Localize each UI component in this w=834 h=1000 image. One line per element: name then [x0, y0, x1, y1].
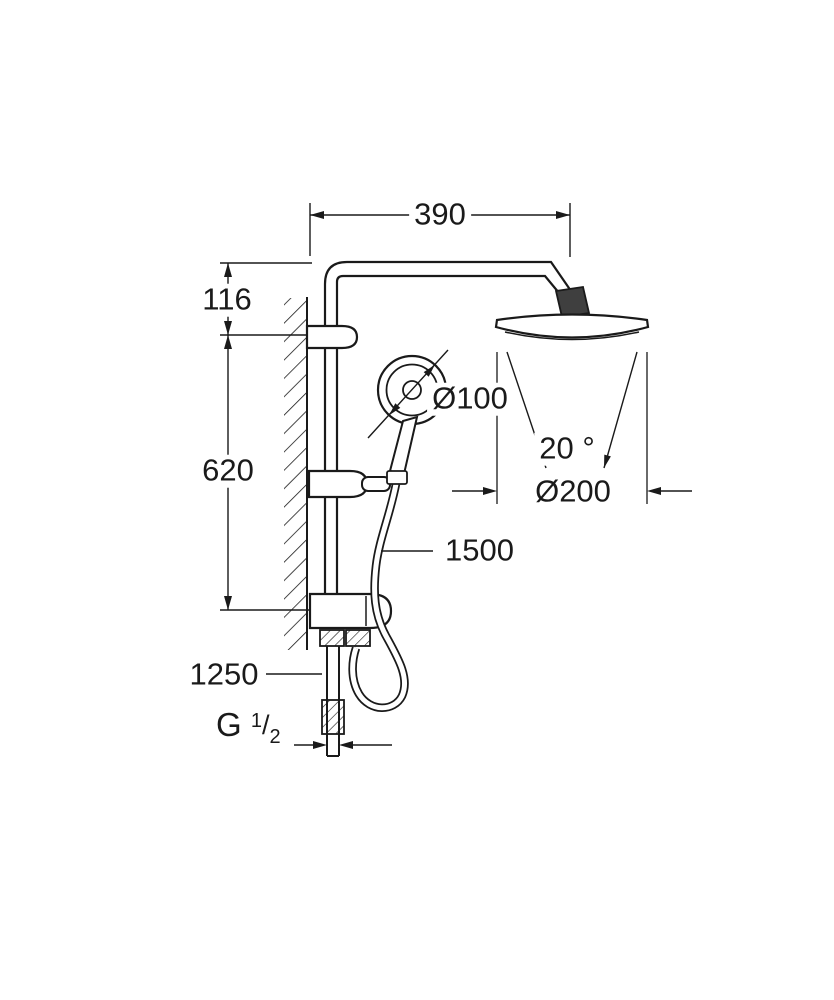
hand-shower-hose	[348, 483, 409, 712]
leader-lines	[266, 550, 433, 749]
dimension-head-diameter: Ø200	[530, 475, 616, 509]
dimension-rail-length: 620	[197, 454, 259, 488]
inlet-nut-right	[345, 629, 371, 647]
dimension-hand-hose: 1500	[440, 534, 519, 568]
dimension-thread-size: G 1/2	[212, 706, 285, 748]
thread-numerator: 1	[250, 710, 262, 732]
dimension-top-width: 390	[409, 198, 471, 232]
slider-bracket	[307, 469, 391, 499]
thread-denominator: 2	[269, 726, 281, 748]
thread-prefix: G	[216, 706, 242, 743]
wall-bracket-upper	[305, 324, 359, 350]
supply-connection	[319, 629, 371, 757]
ball-joint	[554, 285, 591, 319]
dimension-hand-diameter: Ø100	[427, 382, 513, 416]
hose-connector	[321, 699, 345, 735]
overhead-shower	[494, 285, 650, 341]
left-dimension-chain	[220, 262, 312, 611]
dimension-head-offset: 116	[197, 283, 257, 317]
hand-shower-nut	[386, 470, 408, 485]
thread-slash: /	[261, 710, 270, 740]
hand-diameter-dimension	[367, 349, 449, 439]
dimension-inlet-hose: 1250	[184, 658, 264, 692]
shower-rail-and-arm	[323, 260, 572, 596]
hand-shower	[376, 354, 448, 485]
wall-hatching	[284, 297, 308, 650]
dimension-spray-angle: 20 °	[534, 432, 600, 466]
hand-shower-handle	[388, 415, 419, 476]
inlet-nut-left	[319, 629, 345, 647]
